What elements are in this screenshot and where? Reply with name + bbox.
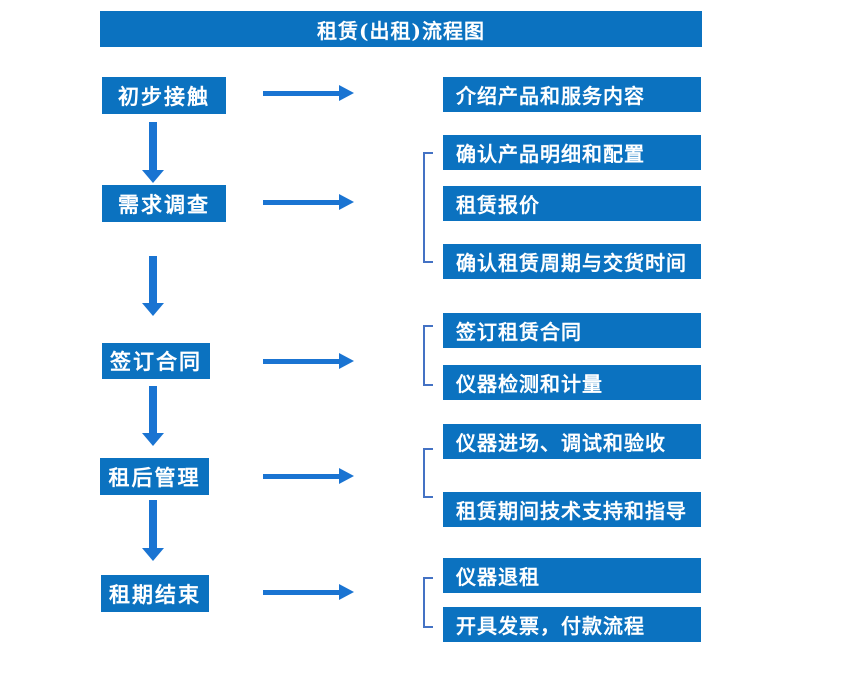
- detail-box: 租赁报价: [443, 186, 701, 221]
- detail-box: 签订租赁合同: [443, 313, 701, 348]
- arrow-head: [142, 433, 164, 446]
- arrow-shaft: [149, 256, 157, 303]
- detail-box: 确认产品明细和配置: [443, 135, 701, 170]
- stage-box-demand-survey: 需求调查: [102, 185, 226, 222]
- detail-box: 仪器进场、调试和验收: [443, 424, 701, 459]
- arrow-shaft: [149, 386, 157, 433]
- group-bracket: [423, 577, 433, 628]
- arrow-head: [339, 584, 354, 600]
- detail-box: 仪器退租: [443, 558, 701, 593]
- detail-box: 租赁期间技术支持和指导: [443, 492, 701, 527]
- arrow-head: [339, 194, 354, 210]
- arrow-head: [339, 353, 354, 369]
- group-bracket: [423, 152, 433, 263]
- stage-box-post-rental-management: 租后管理: [100, 458, 209, 495]
- arrow-right-icon: [263, 584, 354, 600]
- group-bracket: [423, 325, 433, 386]
- detail-box: 仪器检测和计量: [443, 365, 701, 400]
- arrow-right-icon: [263, 85, 354, 101]
- arrow-head: [142, 548, 164, 561]
- arrow-right-icon: [263, 194, 354, 210]
- title-bar: 租赁(出租)流程图: [100, 11, 702, 47]
- arrow-right-icon: [263, 468, 354, 484]
- arrow-shaft: [263, 359, 341, 364]
- arrow-shaft: [263, 91, 341, 96]
- stage-box-sign-contract: 签订合同: [102, 343, 210, 379]
- arrow-shaft: [263, 200, 341, 205]
- group-bracket: [423, 448, 433, 498]
- detail-box: 确认租赁周期与交货时间: [443, 244, 701, 279]
- arrow-shaft: [263, 590, 341, 595]
- arrow-head: [339, 85, 354, 101]
- arrow-down-icon: [142, 386, 164, 446]
- arrow-down-icon: [142, 122, 164, 183]
- page-title: 租赁(出租)流程图: [317, 18, 485, 43]
- stage-box-rental-end: 租期结束: [101, 575, 209, 612]
- arrow-head: [339, 468, 354, 484]
- arrow-head: [142, 303, 164, 316]
- detail-box: 开具发票，付款流程: [443, 607, 701, 642]
- stage-box-initial-contact: 初步接触: [102, 77, 226, 114]
- arrow-down-icon: [142, 500, 164, 561]
- arrow-shaft: [263, 474, 341, 479]
- arrow-right-icon: [263, 353, 354, 369]
- arrow-down-icon: [142, 256, 164, 316]
- arrow-shaft: [149, 500, 157, 548]
- detail-box: 介绍产品和服务内容: [443, 77, 701, 112]
- arrow-head: [142, 170, 164, 183]
- arrow-shaft: [149, 122, 157, 170]
